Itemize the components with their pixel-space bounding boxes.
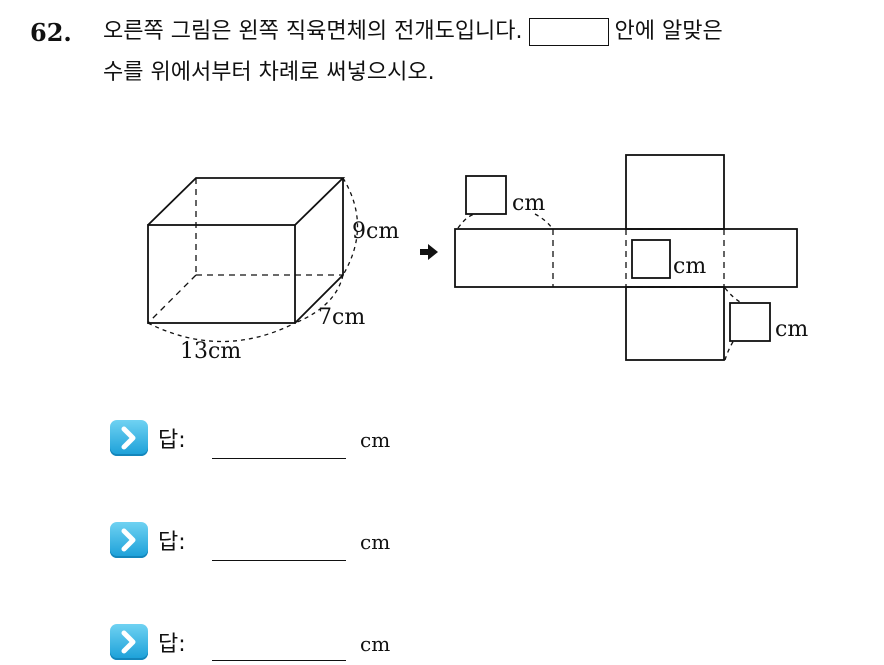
answer-unit: cm <box>360 530 391 554</box>
cuboid-net <box>454 154 798 361</box>
net-fold-lines <box>552 228 725 288</box>
question-number: 62. <box>30 18 72 47</box>
chevron-right-icon <box>110 420 148 456</box>
answer-label: 답: <box>158 428 186 453</box>
answer-label: 답: <box>158 632 186 657</box>
answer-blank-3[interactable] <box>212 660 346 661</box>
net-label-top: cm <box>512 191 545 216</box>
answer-unit: cm <box>360 632 391 656</box>
net-answer-box-bottom <box>729 302 771 342</box>
cuboid-top-face <box>147 177 346 226</box>
cuboid-drawing <box>147 177 359 343</box>
net-answer-box-middle <box>631 239 671 279</box>
chevron-right-icon <box>110 522 148 558</box>
net-answer-box-top <box>465 175 507 215</box>
question-text-line2: 수를 위에서부터 차례로 써넣으시오. <box>103 60 435 85</box>
net-label-middle: cm <box>673 254 706 279</box>
question-text-after-box: 안에 알맞은 <box>614 19 723 44</box>
answer-blank-1[interactable] <box>212 458 346 459</box>
cuboid-width-label: 13cm <box>180 339 241 364</box>
net-dimension-arcs <box>457 213 741 361</box>
cuboid-height-label: 9cm <box>352 219 399 244</box>
question-text-line1: 오른쪽 그림은 왼쪽 직육면체의 전개도입니다. 안에 알맞은 <box>103 17 723 47</box>
figure: 9cm 7cm 13cm cm cm cm <box>147 154 808 364</box>
answer-blank-2[interactable] <box>212 560 346 561</box>
net-label-bottom: cm <box>775 317 808 342</box>
cuboid-hidden-edges <box>147 178 343 324</box>
net-bottom-face <box>625 286 725 361</box>
answer-label: 답: <box>158 530 186 555</box>
answer-unit: cm <box>360 428 391 452</box>
chevron-right-icon <box>110 624 148 660</box>
net-top-face <box>625 154 725 230</box>
cuboid-depth-label: 7cm <box>318 305 365 330</box>
cuboid-front-face <box>147 224 296 324</box>
cuboid-right-face <box>294 178 344 324</box>
right-arrow-icon <box>420 244 438 260</box>
cuboid-dimension-arcs <box>147 177 359 343</box>
inline-answer-box <box>528 18 609 46</box>
question-text-before-box: 오른쪽 그림은 왼쪽 직육면체의 전개도입니다. <box>103 19 523 44</box>
